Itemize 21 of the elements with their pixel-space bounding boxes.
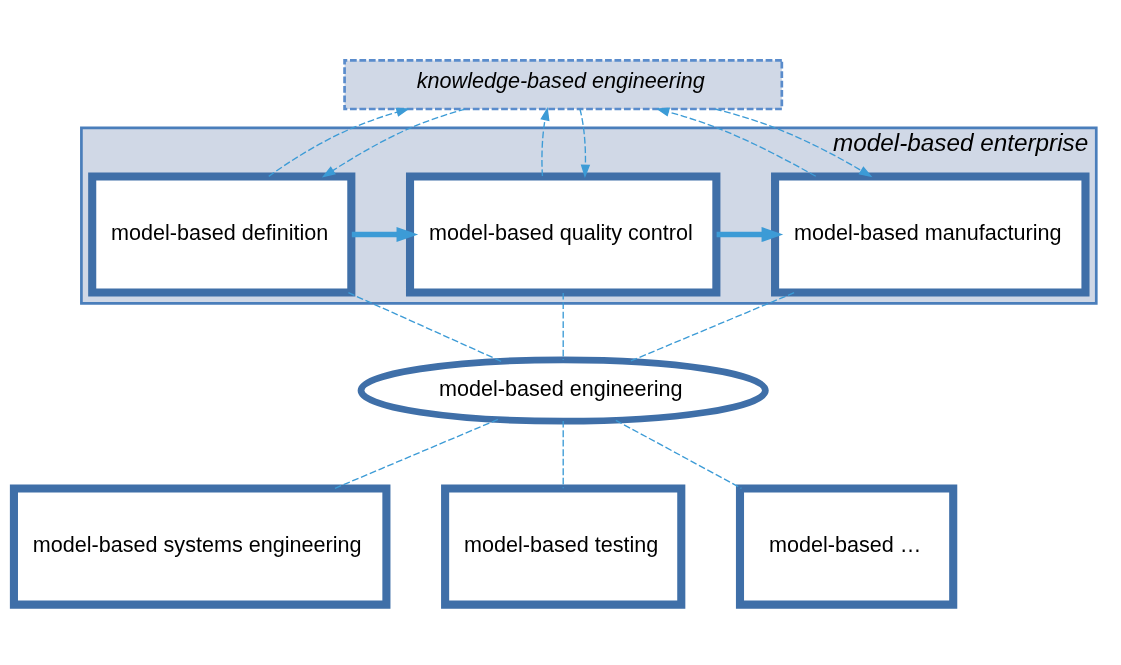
- node-box: model-based definition: [88, 172, 356, 297]
- arrow: [716, 226, 784, 243]
- arrow: [655, 107, 817, 177]
- connector: [562, 420, 564, 489]
- node-box: model-based manufacturing: [771, 172, 1090, 297]
- node-box: model-based …: [735, 484, 958, 609]
- arrow: [540, 107, 550, 177]
- arrow: [268, 107, 410, 178]
- node-ellipse: model-based engineering: [357, 356, 769, 425]
- connector: [333, 418, 499, 490]
- node-box: model-based testing: [441, 484, 686, 609]
- connector: [347, 292, 502, 363]
- node-box: model-based systems engineering: [9, 484, 391, 609]
- arrow: [351, 226, 419, 243]
- node-box: model-based quality control: [405, 172, 721, 297]
- arrow: [714, 108, 873, 178]
- node-box: knowledge-based engineering: [343, 59, 784, 111]
- connector: [615, 419, 743, 489]
- connector: [628, 292, 795, 363]
- connector: [562, 292, 564, 361]
- arrow: [579, 108, 591, 179]
